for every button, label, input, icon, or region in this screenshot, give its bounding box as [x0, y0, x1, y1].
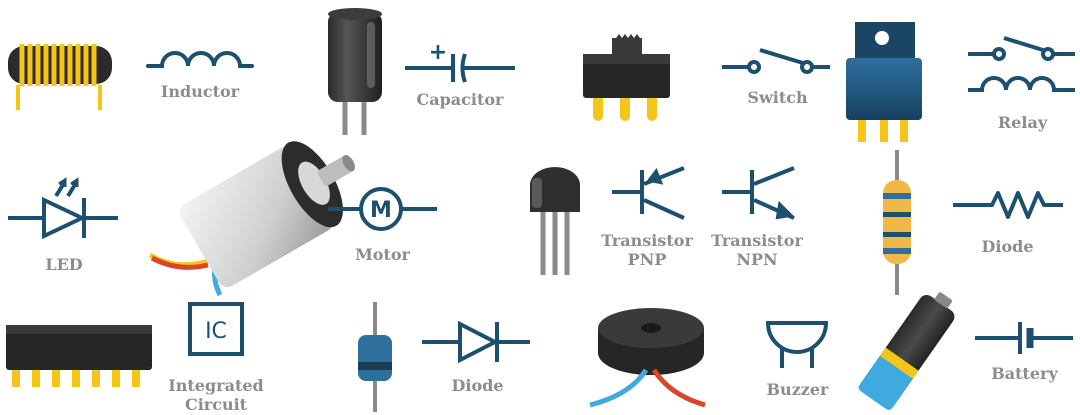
buzzer-component-image: [589, 308, 706, 408]
inductor-symbol: [146, 51, 254, 68]
motor-symbol: [328, 187, 437, 231]
transistor-npn-label-line1: Transistor: [711, 231, 803, 250]
diode-label: Diode: [451, 376, 504, 395]
resistor-component-image: [883, 150, 911, 295]
led-label: LED: [45, 255, 83, 274]
capacitor-component-image: [328, 8, 382, 135]
transistor-npn-label-line2: NPN: [736, 250, 778, 269]
buzzer-label: Buzzer: [766, 380, 829, 399]
switch-component-image: [583, 34, 670, 121]
transistor-component-image: [530, 167, 580, 275]
transistor-npn-symbol: [722, 166, 795, 220]
resistor-symbol: [953, 191, 1063, 219]
transistor-npn-label: Transistor NPN: [702, 231, 812, 269]
diode-symbol: [422, 320, 530, 364]
integrated-circuit-label: Integrated Circuit: [160, 376, 272, 414]
ic-component-image: [6, 325, 152, 387]
ic-symbol-text: IC: [205, 319, 227, 344]
battery-label: Battery: [991, 364, 1058, 383]
transistor-pnp-symbol: [612, 166, 685, 220]
integrated-circuit-label-line1: Integrated: [168, 376, 264, 395]
motor-component-image: [148, 141, 355, 297]
motor-label: Motor: [355, 245, 410, 264]
relay-component-image: [846, 22, 922, 142]
capacitor-label: Capacitor: [416, 90, 504, 109]
transistor-pnp-label: Transistor PNP: [592, 231, 702, 269]
capacitor-symbol: [405, 53, 515, 83]
transistor-pnp-label-line2: PNP: [627, 250, 667, 269]
motor-symbol-letter: M: [370, 198, 392, 223]
inductor-label: Inductor: [160, 82, 240, 101]
buzzer-symbol: [765, 321, 829, 368]
diode-component-image: [358, 302, 392, 412]
switch-symbol: [722, 48, 830, 74]
inductor-component-image: [8, 44, 112, 110]
battery-symbol: [975, 322, 1073, 354]
capacitor-plus-sign: +: [429, 40, 447, 65]
resistor-row-label: Diode: [981, 237, 1034, 256]
relay-label: Relay: [997, 113, 1048, 132]
led-symbol: [8, 177, 118, 240]
relay-symbol: [968, 36, 1075, 92]
battery-component-image: [858, 292, 955, 410]
ic-symbol: [188, 302, 244, 356]
switch-label: Switch: [747, 88, 808, 107]
transistor-pnp-label-line1: Transistor: [601, 231, 693, 250]
integrated-circuit-label-line2: Circuit: [184, 395, 248, 414]
